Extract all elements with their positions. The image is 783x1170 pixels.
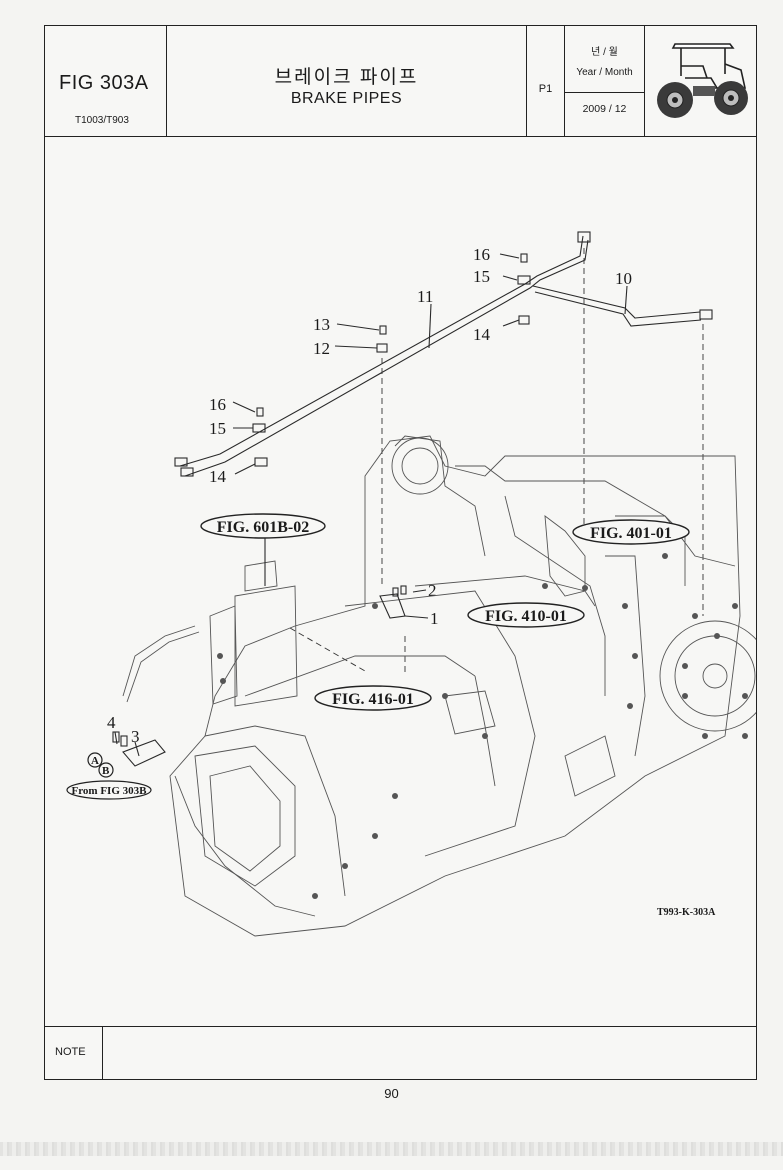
page-number: 90	[384, 1086, 399, 1101]
ref-fig-601b-02: FIG. 601B-02	[200, 513, 326, 586]
callout-14-left: 14	[209, 467, 227, 486]
date-value: 2009 / 12	[582, 103, 627, 115]
model-code: T1003/T903	[75, 115, 129, 126]
note-label: NOTE	[55, 1046, 86, 1058]
connector-a-label: A	[91, 755, 99, 767]
callout-11: 11	[417, 287, 433, 306]
connector-b	[98, 762, 114, 778]
date-cell: 년 / 월 Year / Month 2009 / 12	[565, 26, 645, 136]
bracket-3	[112, 731, 166, 767]
title-english: BRAKE PIPES	[290, 90, 403, 107]
tractor-cell	[645, 26, 756, 136]
exploded-diagram: .ln { fill:none; stroke:#2a2a2a; stroke-…	[45, 136, 771, 1026]
brake-pipe-10	[532, 285, 702, 327]
pipe-fitting-left-b	[180, 467, 194, 477]
brake-pipes-illustration: .ln { fill:none; stroke:#2a2a2a; stroke-…	[66, 231, 771, 937]
bracket-1	[379, 585, 407, 619]
drawing-code: T993-K-303A	[657, 907, 716, 918]
year-month-label-en: Year / Month	[576, 67, 633, 78]
connector-a	[87, 752, 103, 768]
ref-fig-410-01: FIG. 410-01	[467, 602, 585, 628]
title-korean: 브레이크 파이프	[274, 67, 419, 88]
pipe-fitting-left-a	[174, 457, 188, 467]
note-row: NOTE	[45, 1026, 756, 1080]
brake-pipe-11	[179, 235, 589, 477]
transmission-housing	[122, 435, 771, 937]
ref-fig-401-01: FIG. 401-01	[572, 519, 690, 545]
scan-artifact	[0, 1142, 783, 1156]
callout-3: 3	[131, 727, 140, 746]
date-divider	[565, 92, 644, 93]
pipe-fitting-right	[699, 309, 713, 320]
callout-1: 1	[430, 609, 439, 628]
fig-cell: FIG 303A T1003/T903	[45, 26, 167, 136]
fig-number: FIG 303A	[59, 72, 149, 94]
page-cell: P1	[527, 26, 565, 136]
page-frame: FIG 303A T1003/T903 브레이크 파이프 BRAKE PIPES…	[44, 25, 771, 1080]
callout-16-left: 16	[209, 395, 226, 414]
callout-10: 10	[615, 269, 632, 288]
svg-text:FIG. 601B-02: FIG. 601B-02	[217, 519, 309, 536]
callout-2: 2	[428, 581, 437, 600]
svg-text:From FIG 303B: From FIG 303B	[72, 785, 148, 797]
title-block: FIG 303A T1003/T903 브레이크 파이프 BRAKE PIPES…	[45, 26, 756, 137]
title-cell: 브레이크 파이프 BRAKE PIPES	[167, 26, 527, 136]
svg-text:FIG. 416-01: FIG. 416-01	[332, 691, 414, 708]
sheet-page: P1	[538, 83, 553, 95]
ref-fig-416-01: FIG. 416-01	[314, 685, 432, 711]
year-month-label-ko: 년 / 월	[591, 47, 618, 58]
callout-14-top: 14	[473, 325, 491, 344]
callout-15-top: 15	[473, 267, 490, 286]
ref-from-fig-303b: From FIG 303B	[66, 780, 152, 800]
svg-text:FIG. 410-01: FIG. 410-01	[485, 608, 567, 625]
callout-4: 4	[107, 713, 116, 732]
callout-13: 13	[313, 315, 330, 334]
pipe-fitting-top	[577, 231, 591, 243]
callout-15-left: 15	[209, 419, 226, 438]
connector-b-label: B	[102, 765, 110, 777]
svg-text:FIG. 401-01: FIG. 401-01	[590, 525, 672, 542]
callout-16-top: 16	[473, 245, 490, 264]
callout-12: 12	[313, 339, 330, 358]
note-label-cell: NOTE	[45, 1027, 103, 1080]
housing-bolts	[217, 553, 748, 899]
tractor-icon	[657, 43, 748, 118]
